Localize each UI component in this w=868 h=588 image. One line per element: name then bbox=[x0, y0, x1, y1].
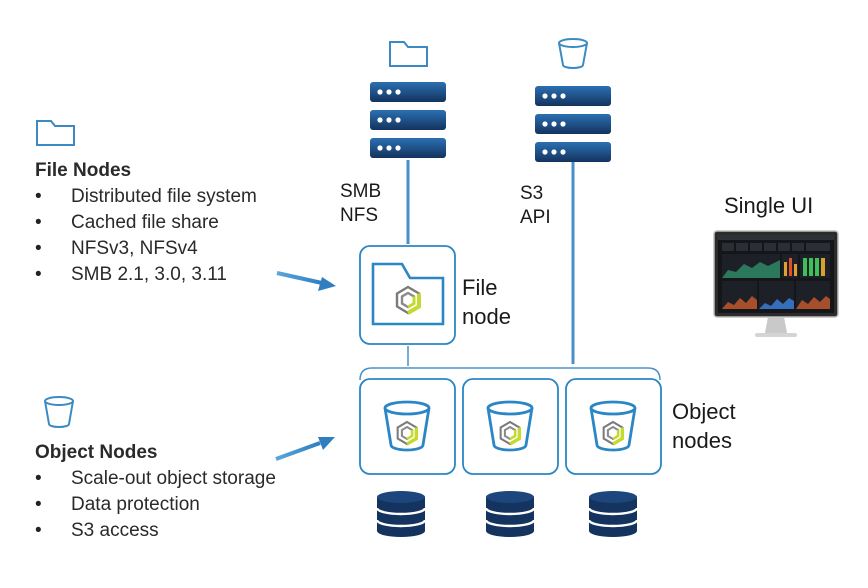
database-icon-3 bbox=[587, 489, 639, 539]
object-nodes-heading: Object Nodes bbox=[35, 442, 158, 463]
file-node-label-line: node bbox=[462, 304, 511, 329]
list-item: Scale-out object storage bbox=[35, 466, 276, 492]
folder-top-icon bbox=[389, 41, 428, 67]
database-icon-1 bbox=[375, 489, 427, 539]
server-stack-file-icon bbox=[370, 82, 446, 158]
protocol-smb: SMB bbox=[340, 181, 382, 202]
list-item: SMB 2.1, 3.0, 3.11 bbox=[35, 262, 257, 288]
smb-nfs-label: SMB NFS bbox=[340, 180, 381, 228]
protocol-api: API bbox=[520, 207, 551, 228]
object-nodes-label-line: nodes bbox=[672, 428, 732, 453]
list-item: Cached file share bbox=[35, 210, 257, 236]
list-item: NFSv3, NFSv4 bbox=[35, 236, 257, 262]
folder-icon bbox=[36, 120, 75, 146]
database-icon-2 bbox=[484, 489, 536, 539]
bucket-icon bbox=[44, 396, 74, 428]
object-nodes-label-line: Object bbox=[672, 399, 736, 424]
file-nodes-list: Distributed file system Cached file shar… bbox=[35, 184, 257, 288]
file-node-box bbox=[359, 245, 456, 345]
server-stack-s3-icon bbox=[535, 86, 611, 162]
object-nodes-list: Scale-out object storage Data protection… bbox=[35, 466, 276, 544]
file-nodes-arrow bbox=[276, 271, 336, 291]
file-nodes-heading: File Nodes bbox=[35, 160, 132, 181]
bucket-top-icon bbox=[558, 38, 588, 69]
list-item: Distributed file system bbox=[35, 184, 257, 210]
object-node-box-1 bbox=[359, 378, 456, 475]
monitor-icon bbox=[713, 230, 839, 337]
protocol-nfs: NFS bbox=[340, 205, 378, 226]
object-node-box-2 bbox=[462, 378, 559, 475]
file-node-label-line: File bbox=[462, 275, 498, 300]
s3-api-label: S3 API bbox=[520, 182, 551, 230]
protocol-s3: S3 bbox=[520, 183, 544, 204]
object-nodes-arrow bbox=[275, 437, 335, 461]
list-item: S3 access bbox=[35, 518, 276, 544]
file-node-label: File node bbox=[462, 273, 511, 331]
single-ui-label: Single UI bbox=[724, 193, 814, 218]
list-item: Data protection bbox=[35, 492, 276, 518]
object-nodes-label: Object nodes bbox=[672, 397, 736, 455]
object-node-box-3 bbox=[565, 378, 662, 475]
object-nodes-bracket bbox=[359, 367, 661, 381]
